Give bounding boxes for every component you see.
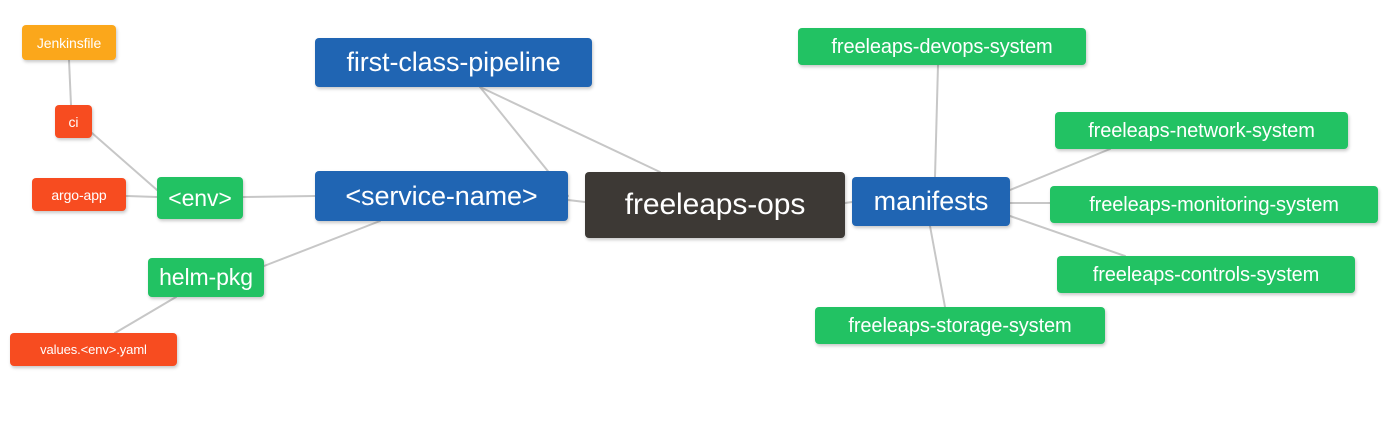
mindmap-node-freeleaps-monitoring-system[interactable]: freeleaps-monitoring-system [1050,186,1378,223]
node-label: freeleaps-controls-system [1092,263,1320,286]
node-label: values.<env>.yaml [40,342,147,357]
node-label: freeleaps-storage-system [848,314,1072,337]
mindmap-node-freeleaps-ops[interactable]: freeleaps-ops [585,172,845,238]
mindmap-node-helm-pkg[interactable]: helm-pkg [148,258,264,297]
mindmap-node-argo-app[interactable]: argo-app [32,178,126,211]
mindmap-node-env[interactable]: <env> [157,177,243,219]
node-label: argo-app [51,186,107,203]
node-label: manifests [873,186,989,216]
edge-env-to-service-name [242,195,316,198]
mindmap-node-values-env-yaml[interactable]: values.<env>.yaml [10,333,177,366]
mindmap-node-freeleaps-devops-system[interactable]: freeleaps-devops-system [798,28,1086,65]
node-label: <service-name> [345,180,538,211]
mindmap-node-freeleaps-storage-system[interactable]: freeleaps-storage-system [815,307,1105,344]
edge-argo-app-to-env [125,195,158,198]
mindmap-node-manifests[interactable]: manifests [852,177,1010,226]
node-label: Jenkinsfile [36,34,102,51]
mindmap-node-jenkinsfile[interactable]: Jenkinsfile [22,25,116,60]
edge-manifests-to-freeleaps-storage-system [929,225,946,308]
edge-service-name-to-helm-pkg [263,220,381,267]
node-label: freeleaps-ops [624,188,806,221]
mindmap-node-freeleaps-network-system[interactable]: freeleaps-network-system [1055,112,1348,149]
edge-first-class-pipeline-to-freeleaps-ops [479,86,661,173]
mindmap-node-freeleaps-controls-system[interactable]: freeleaps-controls-system [1057,256,1355,293]
edge-freeleaps-ops-to-manifests [844,201,853,204]
node-label: <env> [168,184,232,211]
mindmap-node-first-class-pipeline[interactable]: first-class-pipeline [315,38,592,87]
edge-service-name-to-freeleaps-ops [567,199,586,203]
mindmap-node-service-name[interactable]: <service-name> [315,171,568,221]
node-label: freeleaps-network-system [1088,119,1315,142]
edge-helm-pkg-to-values-env-yaml [114,296,177,334]
node-label: ci [68,113,79,130]
node-label: freeleaps-devops-system [831,35,1053,58]
edge-manifests-to-freeleaps-network-system [1009,148,1111,191]
edge-jenkinsfile-to-ci [68,59,72,106]
node-label: helm-pkg [159,264,253,290]
node-label: first-class-pipeline [346,47,561,77]
mindmap-node-ci[interactable]: ci [55,105,92,138]
node-label: freeleaps-monitoring-system [1089,193,1339,216]
edge-manifests-to-freeleaps-devops-system [934,64,939,178]
